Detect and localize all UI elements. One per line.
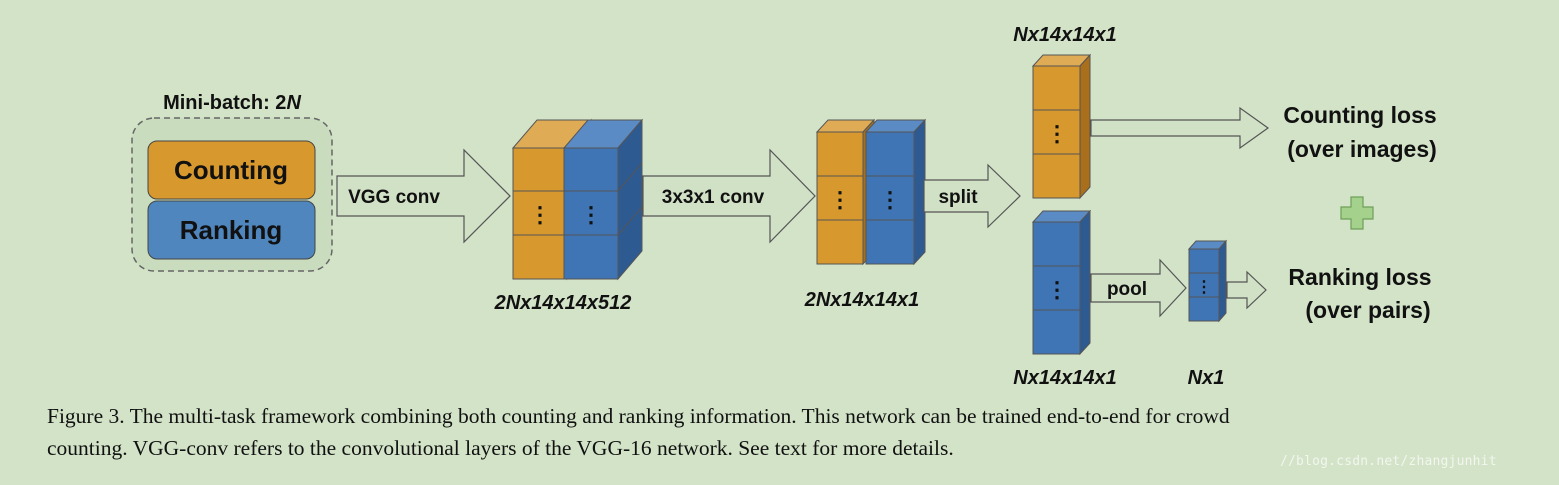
vgg-orange-ellipsis: ⋮	[529, 202, 551, 227]
counting-loss-arrow	[1090, 106, 1270, 150]
conv-feature-blocks: ⋮ ⋮ 2Nx14x14x1	[804, 118, 927, 311]
caption-line-1: Figure 3. The multi-task framework combi…	[47, 404, 1230, 428]
vgg-output-dim: 2Nx14x14x512	[494, 292, 632, 314]
conv-blue-ellipsis: ⋮	[879, 187, 901, 212]
counting-branch-cube	[1032, 65, 1081, 199]
pooled-block: ⋮ Nx1	[1188, 239, 1228, 389]
vgg-feature-blocks: ⋮ ⋮ 2Nx14x14x512	[494, 118, 644, 314]
vgg-orange-block	[512, 147, 568, 280]
ranking-branch-cube	[1032, 221, 1081, 355]
ranking-loss-arrow	[1226, 270, 1267, 310]
caption-line-2: counting. VGG-conv refers to the convolu…	[47, 436, 954, 460]
ranking-branch-block: ⋮ Nx14x14x1	[1013, 209, 1117, 389]
conv-arrow: 3x3x1 conv	[642, 148, 816, 244]
vgg-conv-arrow: VGG conv	[336, 148, 511, 244]
counting-loss-label-line2: (over images)	[1287, 136, 1437, 162]
ranking-box	[147, 200, 316, 260]
pooled-ellipsis: ⋮	[1196, 279, 1212, 296]
watermark: //blog.csdn.net/zhangjunhit	[1280, 454, 1497, 469]
conv-output-dim: 2Nx14x14x1	[804, 289, 920, 311]
pooled-cube	[1188, 248, 1220, 322]
pooled-dim: Nx1	[1188, 367, 1225, 389]
ranking-branch-ellipsis: ⋮	[1046, 277, 1068, 302]
ranking-branch-dim: Nx14x14x1	[1013, 367, 1116, 389]
counting-box-label: Counting	[174, 155, 288, 185]
pool-arrow: pool	[1090, 258, 1187, 318]
pool-label: pool	[1107, 279, 1147, 300]
ranking-loss-label-line1: Ranking loss	[1288, 264, 1431, 290]
conv-orange-block	[816, 131, 864, 265]
counting-branch-ellipsis: ⋮	[1046, 121, 1068, 146]
plus-icon	[1340, 196, 1374, 230]
ranking-box-label: Ranking	[180, 215, 283, 245]
vgg-conv-label: VGG conv	[348, 187, 440, 208]
counting-box	[147, 140, 316, 200]
vgg-blue-ellipsis: ⋮	[580, 202, 602, 227]
conv-orange-ellipsis: ⋮	[829, 187, 851, 212]
mini-batch-title: Mini-batch: 2N	[163, 92, 301, 114]
counting-branch-dim: Nx14x14x1	[1013, 24, 1116, 46]
vgg-blue-block	[563, 147, 619, 280]
split-arrow: split	[923, 163, 1021, 229]
conv-label: 3x3x1 conv	[662, 187, 765, 208]
ranking-loss-label-line2: (over pairs)	[1305, 297, 1430, 323]
counting-loss-label-line1: Counting loss	[1283, 102, 1436, 128]
counting-branch-block: ⋮ Nx14x14x1	[1013, 24, 1117, 200]
split-label: split	[938, 187, 978, 208]
mini-batch-group: Mini-batch: 2N Counting Ranking	[131, 92, 333, 272]
figure-caption: Figure 3. The multi-task framework combi…	[47, 400, 1552, 464]
conv-blue-block	[865, 131, 915, 265]
